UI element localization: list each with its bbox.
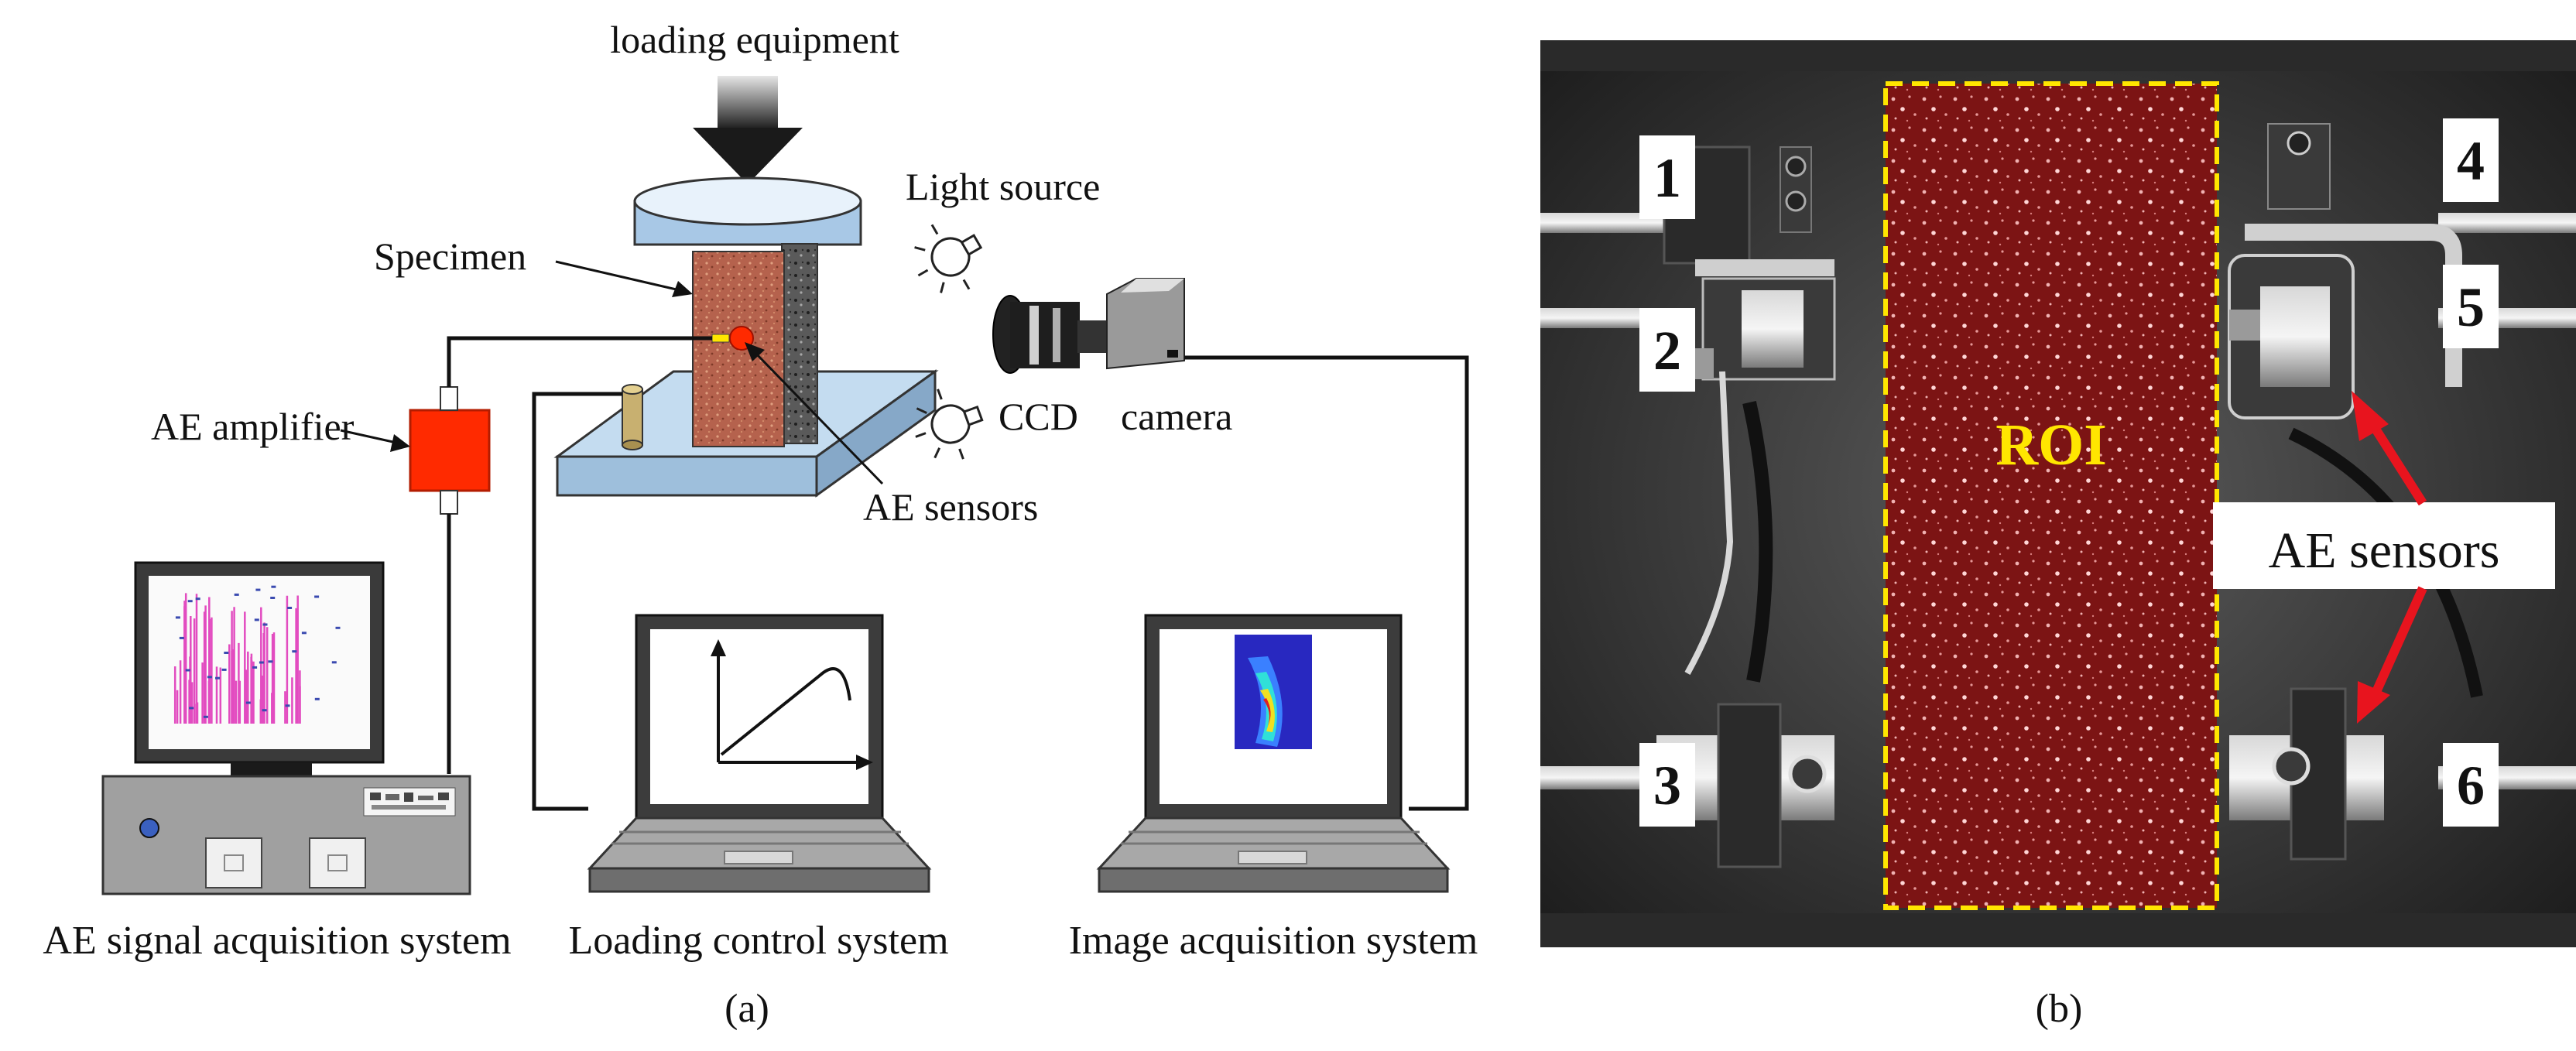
bulb-icon-top (914, 224, 983, 293)
svg-text:4: 4 (2457, 130, 2485, 192)
roi-label: ROI (1995, 413, 2107, 478)
panel-a: loading equipment Spe (43, 18, 1478, 1031)
ae-plot-point (189, 707, 194, 710)
sensor-number-4: 4 (2443, 118, 2499, 202)
ae-plot-point (185, 669, 190, 672)
ae-plot-point (262, 709, 267, 712)
loading-laptop (587, 614, 932, 893)
light-source-label: Light source (906, 165, 1100, 208)
ae-plot-point (287, 607, 293, 609)
ae-plot-point (175, 616, 180, 619)
svg-text:5: 5 (2457, 276, 2485, 338)
panel-b: ROI 1 2 3 4 5 6 AE sensors (1540, 40, 2576, 1031)
ae-plot-point (314, 595, 320, 598)
ccd-camera-icon (992, 278, 1185, 374)
sensor-number-6: 6 (2443, 743, 2499, 827)
ae-cpu-box (101, 775, 471, 895)
ae-plot-point (259, 661, 264, 664)
camera-label: camera (1121, 395, 1232, 438)
ae-signal-plot (173, 585, 341, 724)
ae-plot-point (292, 650, 297, 653)
svg-text:6: 6 (2457, 755, 2485, 816)
ae-amplifier-box (409, 409, 491, 492)
loading-arrow-icon (693, 76, 803, 184)
ae-plot-point (271, 585, 276, 588)
ae-plot-point (224, 652, 229, 654)
specimen (692, 243, 818, 447)
base-sensor-cylinder (622, 384, 643, 450)
stress-strain-plot (711, 639, 873, 770)
ae-sensors-label-a: AE sensors (863, 485, 1038, 529)
sensor-number-5: 5 (2443, 265, 2499, 348)
ae-plot-point (331, 661, 337, 664)
ae-plot-point (207, 676, 212, 679)
sensor-number-3: 3 (1639, 743, 1695, 827)
top-platen (633, 176, 862, 246)
ae-plot-point (221, 668, 227, 671)
ae-plot-point (254, 618, 259, 621)
ae-plot-point (179, 636, 184, 639)
left-fixtures (1540, 145, 1836, 868)
roi-region (1886, 84, 2217, 908)
sensor-number-2: 2 (1639, 308, 1695, 392)
red-arrows (2352, 391, 2427, 724)
panel-a-caption: (a) (724, 987, 769, 1031)
cables (447, 336, 1469, 811)
ccd-label: CCD (999, 395, 1078, 438)
ae-sensor-tip (711, 334, 730, 343)
ae-plot-point (234, 593, 239, 596)
bulb-icon-bottom (915, 389, 984, 460)
ae-plot-point (187, 600, 193, 603)
svg-text:2: 2 (1653, 320, 1681, 382)
image-system-caption: Image acquisition system (1069, 919, 1478, 963)
ae-plot-point (203, 715, 208, 718)
ae-sensors-box (2213, 502, 2555, 589)
panel-b-caption: (b) (2036, 987, 2083, 1031)
ae-sensors-label-b: AE sensors (2269, 522, 2500, 579)
ae-plot-point (314, 697, 320, 700)
ae-plot-point (252, 666, 258, 669)
ae-monitor (134, 561, 385, 789)
svg-text:3: 3 (1653, 755, 1681, 816)
ae-plot-point (285, 704, 290, 707)
ae-plot-point (245, 701, 251, 704)
loading-system-caption: Loading control system (568, 919, 948, 963)
loading-equipment-label: loading equipment (610, 18, 899, 61)
svg-text:1: 1 (1653, 147, 1681, 209)
strain-field-map (1235, 635, 1312, 749)
ae-plot-point (335, 626, 341, 629)
ae-plot-point (268, 660, 273, 663)
ae-plot-point (262, 623, 268, 626)
ae-plot-point (215, 676, 220, 680)
ae-system-caption: AE signal acquisition system (43, 919, 511, 963)
sensor-number-1: 1 (1639, 135, 1695, 219)
ae-plot-point (301, 632, 307, 635)
ae-plot-point (195, 597, 200, 601)
ae-plot-point (255, 588, 261, 591)
ae-amplifier-label: AE amplifier (151, 405, 355, 448)
ae-plot-point (270, 597, 276, 599)
roi-border (1883, 81, 2219, 910)
specimen-label: Specimen (374, 235, 526, 278)
